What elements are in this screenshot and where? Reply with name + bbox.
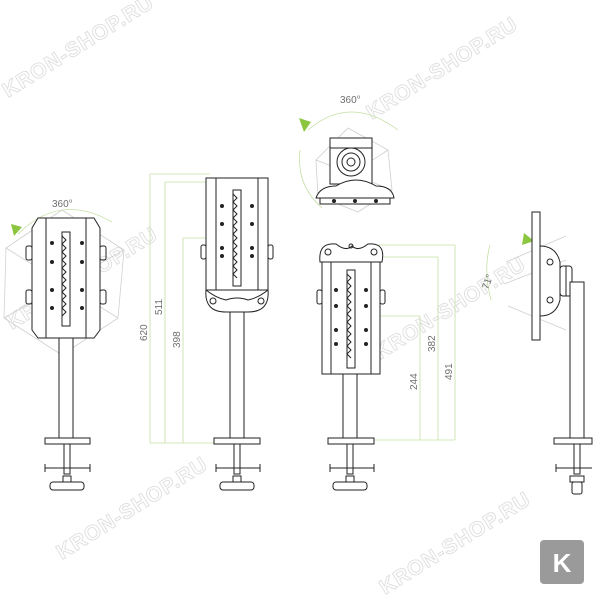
rotation-arrow-icon [299, 118, 311, 132]
logo-letter: K [553, 548, 572, 578]
watermark-text: KRON-SHOP.RU [0, 0, 158, 102]
tilt-angle-label: 71° [480, 273, 496, 291]
dimension-511-label: 511 [154, 299, 165, 315]
logo-badge [540, 540, 584, 584]
watermark-text: KRON-SHOP.RU [362, 13, 522, 125]
rotation-left-label: 360° [52, 199, 73, 210]
dimension-382-label: 382 [427, 335, 438, 352]
dimension-491-label: 491 [444, 363, 455, 380]
tilt-arrow-icon [522, 233, 534, 245]
stand-view-side [503, 211, 593, 495]
watermark-text: KRON-SHOP.RU [375, 488, 535, 600]
stand-view-rotated [3, 209, 125, 491]
rotation-indicators: 360° 360° 71° [11, 95, 534, 301]
dimension-lines [149, 173, 456, 444]
stand-view-front [200, 177, 274, 491]
rotation-top-label: 360° [340, 95, 361, 106]
watermark-text: KRON-SHOP.RU [52, 453, 212, 565]
dimension-244-label: 244 [409, 373, 420, 390]
stand-view-top [315, 127, 395, 213]
dimension-labels: 620 511 398 244 382 491 [139, 299, 455, 390]
stand-view-lowered [316, 243, 386, 491]
watermark-text: KRON-SHOP.RU [370, 253, 530, 365]
rotation-arrow-icon [11, 224, 22, 236]
dimension-398-label: 398 [172, 331, 183, 348]
kron-logo: K [540, 540, 584, 584]
dimension-620-label: 620 [139, 324, 150, 341]
